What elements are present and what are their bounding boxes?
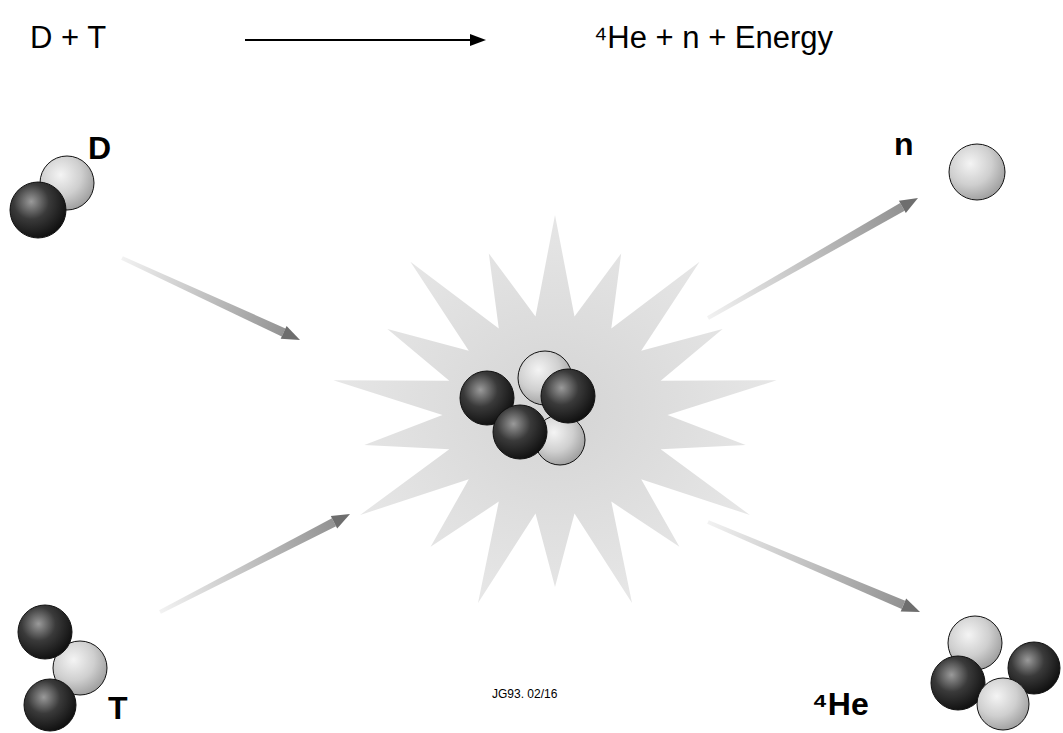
proton-sphere <box>541 369 595 423</box>
proton-sphere <box>18 605 72 659</box>
particle-label: ⁴He <box>812 688 869 720</box>
figure-code: JG93. 02/16 <box>492 688 557 700</box>
arrow-head <box>331 514 350 528</box>
motion-arrows <box>121 198 920 614</box>
nucleon-spheres <box>10 144 1060 731</box>
particle-label: T <box>108 692 128 724</box>
proton-sphere <box>10 182 66 238</box>
proton-sphere <box>493 405 547 459</box>
fusion-starburst <box>333 215 776 603</box>
neutron-sphere <box>977 678 1029 730</box>
arrow-shaft <box>159 518 336 614</box>
arrow-shaft <box>121 256 285 336</box>
arrow-shaft <box>707 203 905 320</box>
arrow-shaft <box>707 520 905 609</box>
proton-sphere <box>24 679 76 731</box>
reaction-arrow <box>245 34 486 46</box>
equation-right: ⁴He + n + Energy <box>594 22 833 53</box>
equation-left: D + T <box>30 22 106 53</box>
neutron-sphere <box>949 144 1005 200</box>
arrow-head <box>281 326 300 340</box>
arrow-head <box>899 198 918 213</box>
arrow-head <box>901 599 920 612</box>
particle-label: D <box>88 132 111 164</box>
particle-label: n <box>894 128 914 160</box>
